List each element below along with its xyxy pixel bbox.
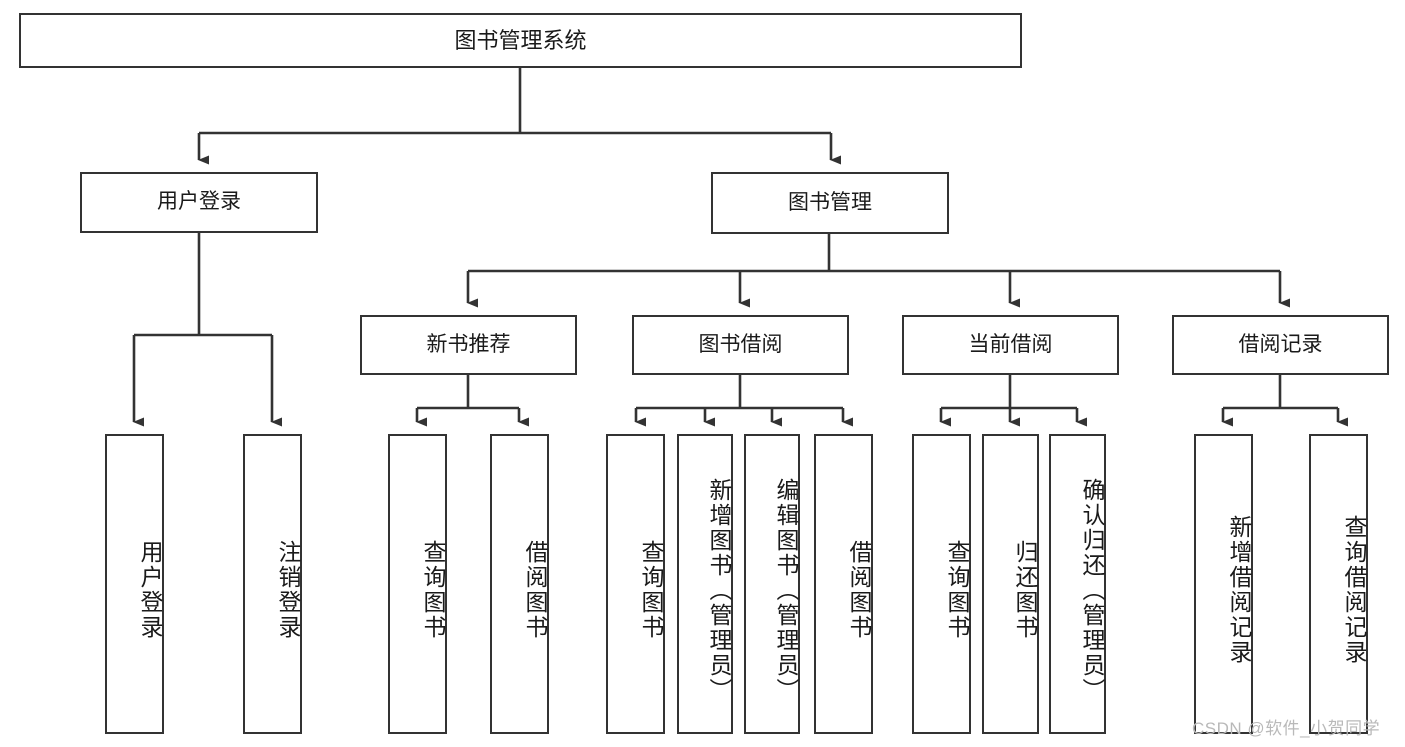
node-label: 图书管理: [788, 190, 872, 214]
node-new-book-recommend[interactable]: 新书推荐: [360, 315, 577, 375]
node-label: 查询图书: [944, 540, 970, 640]
leaf-borrow-book-2[interactable]: 借阅图书: [814, 434, 873, 734]
leaf-query-book-2[interactable]: 查询图书: [606, 434, 665, 734]
node-label: 新增图书（管理员）: [706, 477, 732, 703]
node-label: 查询图书: [638, 540, 664, 640]
leaf-query-book-1[interactable]: 查询图书: [388, 434, 447, 734]
node-label: 用户登录: [137, 540, 163, 640]
node-label: 注销登录: [275, 540, 301, 640]
node-label: 图书借阅: [698, 332, 783, 356]
node-label: 图书管理系统: [454, 27, 587, 53]
leaf-query-record[interactable]: 查询借阅记录: [1309, 434, 1368, 734]
watermark: CSDN @软件_小贺同学: [1192, 719, 1381, 738]
node-book-manage[interactable]: 图书管理: [711, 172, 949, 234]
node-label: 新增借阅记录: [1226, 515, 1252, 665]
leaf-logout-login[interactable]: 注销登录: [243, 434, 302, 734]
node-borrow-record[interactable]: 借阅记录: [1172, 315, 1389, 375]
node-book-borrow[interactable]: 图书借阅: [632, 315, 849, 375]
node-label: 新书推荐: [426, 332, 511, 356]
node-label: 查询借阅记录: [1341, 515, 1367, 665]
node-label: 当前借阅: [968, 332, 1053, 356]
node-label: 归还图书: [1012, 540, 1038, 640]
node-label: 确认归还（管理员）: [1079, 477, 1105, 703]
leaf-return-book[interactable]: 归还图书: [982, 434, 1039, 734]
leaf-confirm-return[interactable]: 确认归还（管理员）: [1049, 434, 1106, 734]
leaf-add-record[interactable]: 新增借阅记录: [1194, 434, 1253, 734]
node-label: 查询图书: [420, 540, 446, 640]
leaf-user-login[interactable]: 用户登录: [105, 434, 164, 734]
node-current-borrow[interactable]: 当前借阅: [902, 315, 1119, 375]
node-label: 用户登录: [157, 190, 241, 214]
node-root-book-management-system[interactable]: 图书管理系统: [19, 13, 1022, 68]
leaf-add-book[interactable]: 新增图书（管理员）: [677, 434, 733, 734]
node-user-login[interactable]: 用户登录: [80, 172, 318, 233]
node-label: 借阅图书: [846, 540, 872, 640]
leaf-borrow-book-1[interactable]: 借阅图书: [490, 434, 549, 734]
leaf-edit-book[interactable]: 编辑图书（管理员）: [744, 434, 800, 734]
leaf-query-book-3[interactable]: 查询图书: [912, 434, 971, 734]
node-label: 借阅图书: [522, 540, 548, 640]
node-label: 借阅记录: [1238, 332, 1323, 356]
node-label: 编辑图书（管理员）: [773, 477, 799, 703]
